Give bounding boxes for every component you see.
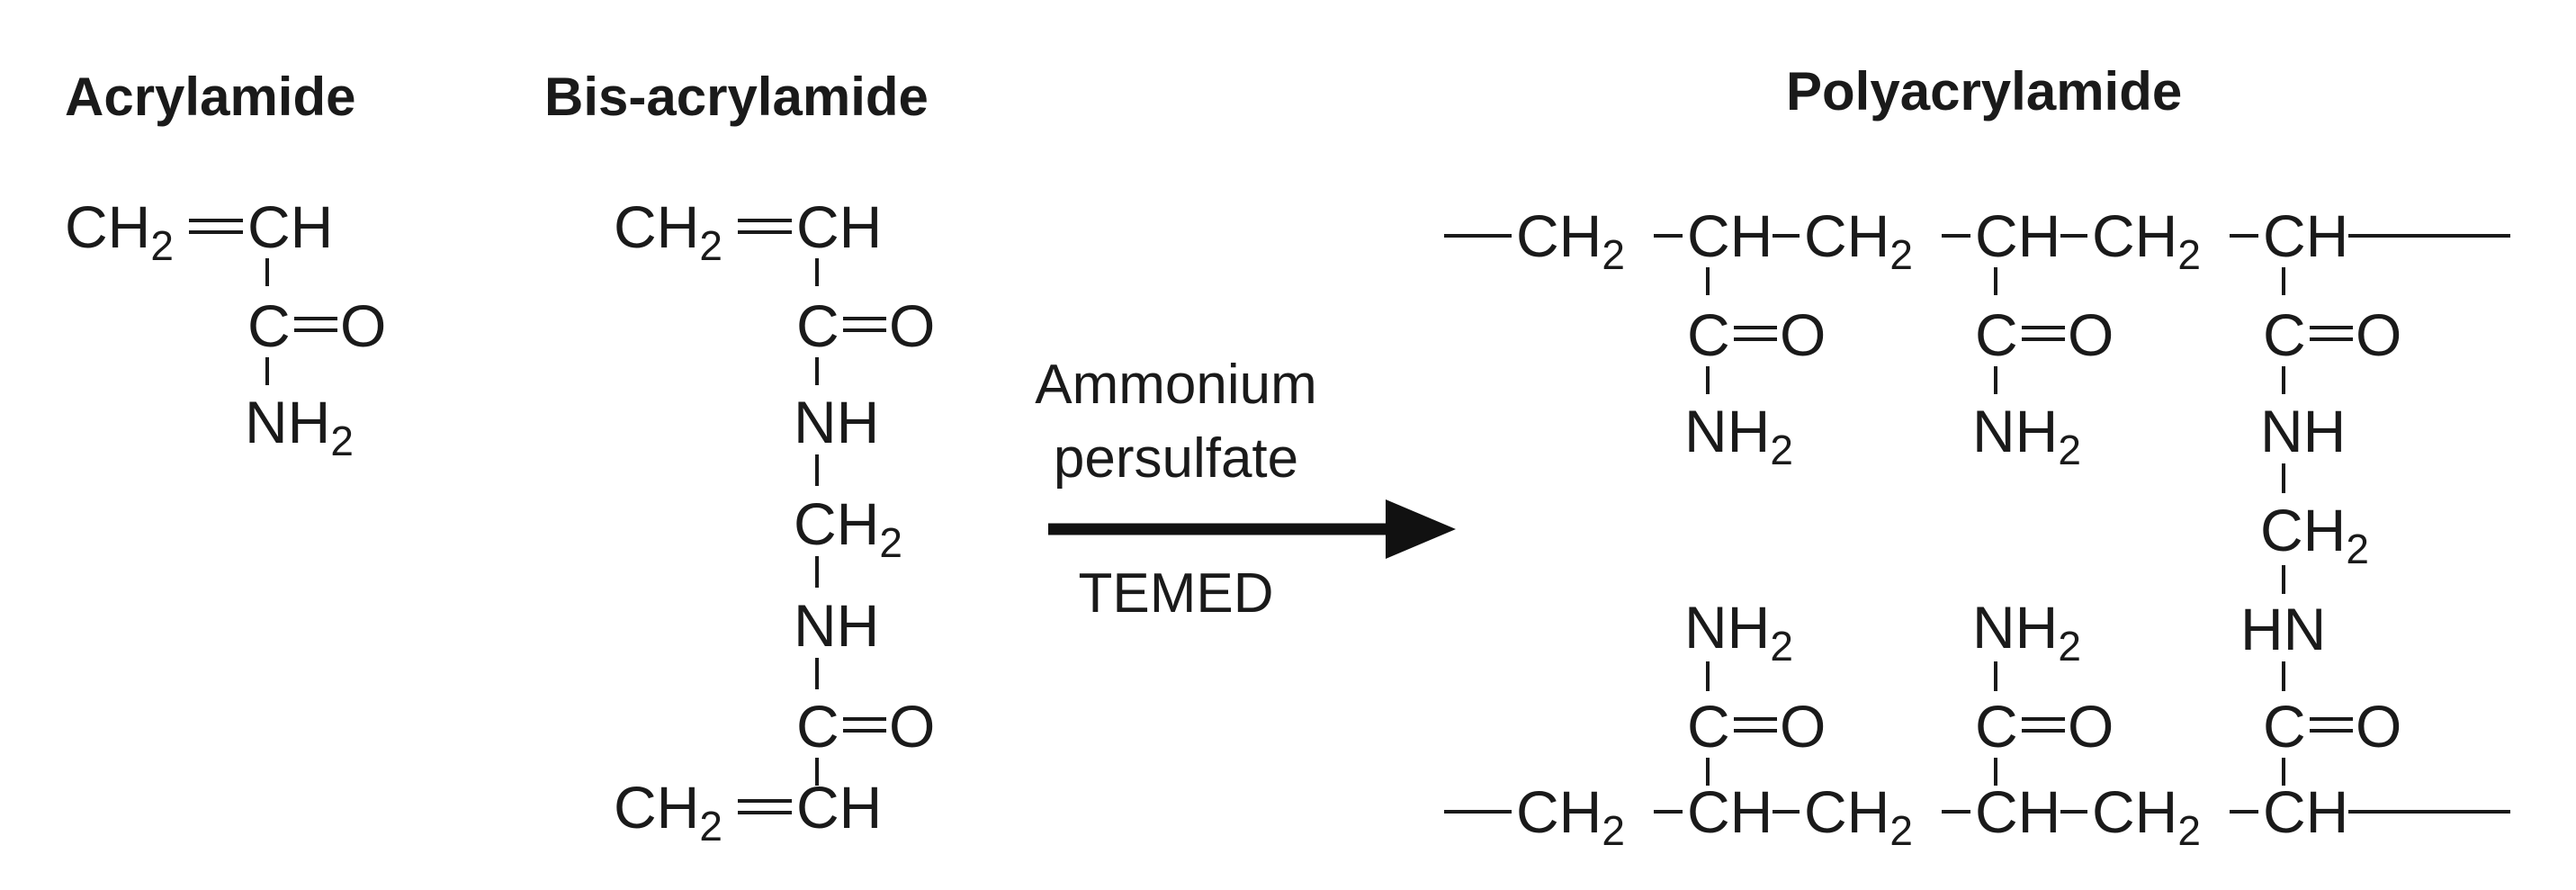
acryl-c: C (247, 292, 291, 359)
bis-ch2-mid: CH2 (794, 490, 902, 566)
bis-nh-top: NH (794, 389, 879, 455)
bis-ch2-top: CH2 (614, 193, 723, 269)
poly-crosslink-o-bottom: O (2356, 693, 2401, 760)
title-bis-acrylamide: Bis-acrylamide (544, 67, 929, 127)
poly-bottom-c-1: C (1687, 693, 1730, 760)
poly-top-c-1: C (1687, 301, 1730, 368)
bis-nh-bottom: NH (794, 592, 879, 659)
reagent-ammonium: Ammonium (1035, 354, 1317, 416)
poly-bottom-c-2: C (1975, 693, 2018, 760)
poly-top-o-2: O (2068, 301, 2114, 368)
poly-bottom-nh2-1: NH2 (1684, 594, 1793, 670)
poly-bottom-ch2-2: CH2 (1804, 778, 1913, 854)
poly-bottom-ch-3: CH (2263, 778, 2348, 845)
poly-bottom-ch-2: CH (1975, 778, 2060, 845)
acryl-o: O (340, 292, 386, 359)
poly-top-ch2-2: CH2 (1804, 202, 1913, 278)
poly-top-o-1: O (1780, 301, 1826, 368)
poly-crosslink-hn-bottom: HN (2240, 596, 2326, 662)
poly-bottom-ch2-1: CH2 (1516, 778, 1625, 854)
poly-top-ch-1: CH (1687, 202, 1773, 269)
poly-crosslink-nh-top: NH (2260, 398, 2346, 464)
reaction-arrow-head (1386, 499, 1456, 559)
title-acrylamide: Acrylamide (65, 67, 356, 127)
polyacrylamide-structure: CH2 CH CH2 CH CH2 CH C O NH2 C O NH2 C O (1444, 202, 2510, 854)
acryl-ch2: CH2 (65, 193, 174, 269)
title-polyacrylamide: Polyacrylamide (1786, 61, 2182, 121)
poly-bottom-ch-1: CH (1687, 778, 1773, 845)
poly-top-ch2-3: CH2 (2092, 202, 2201, 278)
poly-crosslink-c-bottom: C (2263, 693, 2306, 760)
acryl-nh2: NH2 (245, 389, 354, 464)
bis-ch-bottom: CH (796, 774, 882, 841)
poly-top-ch-2: CH (1975, 202, 2060, 269)
poly-bottom-ch2-3: CH2 (2092, 778, 2201, 854)
bis-ch2-bottom: CH2 (614, 774, 723, 850)
poly-top-ch-3: CH (2263, 202, 2348, 269)
bis-c-top: C (796, 292, 839, 359)
poly-bottom-nh2-2: NH2 (1972, 594, 2081, 670)
poly-crosslink-c-top: C (2263, 301, 2306, 368)
poly-top-nh2-1: NH2 (1684, 398, 1793, 473)
bis-o-top: O (889, 292, 935, 359)
bis-ch-top: CH (796, 193, 882, 260)
reaction-conditions: Ammonium persulfate TEMED (1035, 354, 1456, 625)
reagent-temed: TEMED (1079, 562, 1274, 625)
bis-o-bottom: O (889, 693, 935, 760)
poly-bottom-o-1: O (1780, 693, 1826, 760)
acrylamide-structure: CH2 CH C O NH2 (65, 193, 386, 464)
acryl-ch: CH (247, 193, 333, 260)
poly-crosslink-ch2: CH2 (2260, 497, 2369, 572)
bis-acrylamide-structure: CH2 CH C O NH CH2 NH C O CH2 CH (614, 193, 935, 850)
poly-top-c-2: C (1975, 301, 2018, 368)
poly-top-ch2-1: CH2 (1516, 202, 1625, 278)
poly-top-nh2-2: NH2 (1972, 398, 2081, 473)
reagent-persulfate: persulfate (1054, 427, 1298, 490)
poly-crosslink-o-top: O (2356, 301, 2401, 368)
bis-c-bottom: C (796, 693, 839, 760)
poly-bottom-o-2: O (2068, 693, 2114, 760)
